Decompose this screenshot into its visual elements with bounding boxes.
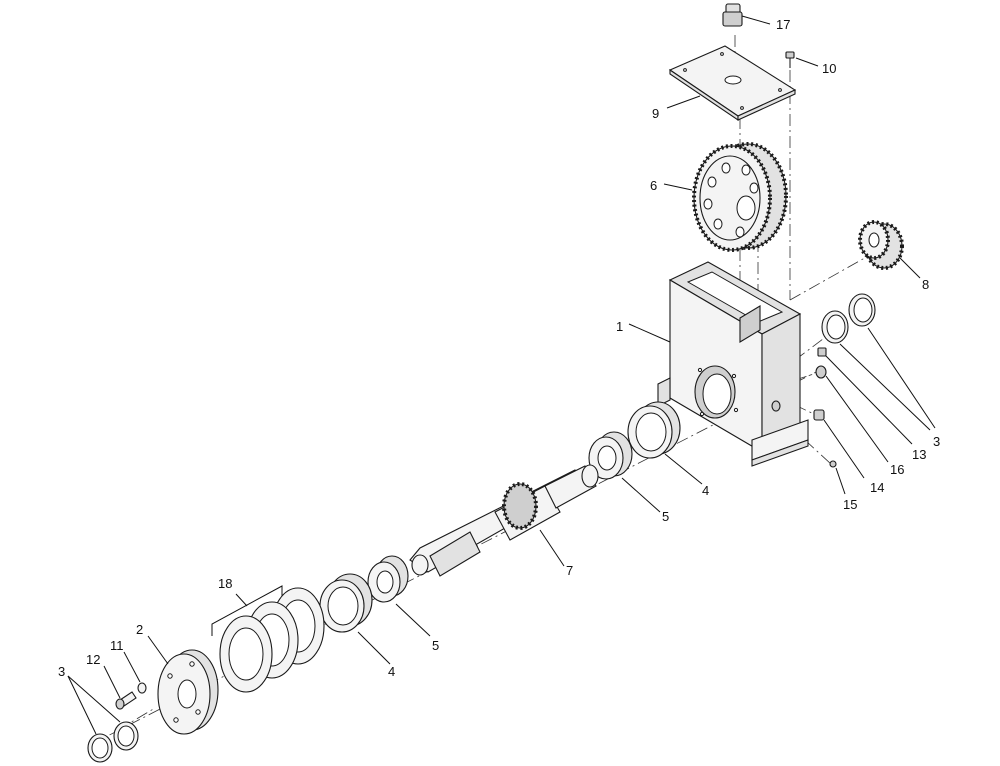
part-13-fitting bbox=[817, 347, 913, 445]
part-4-bearing-cup-right bbox=[627, 401, 703, 485]
callout-17: 17 bbox=[776, 17, 790, 32]
callout-2: 2 bbox=[136, 622, 143, 637]
part-2-flange-cover bbox=[147, 635, 219, 735]
part-15-plug bbox=[829, 460, 846, 495]
part-12-bolt bbox=[103, 665, 137, 710]
callout-18: 18 bbox=[218, 576, 232, 591]
part-5-bearing-cone-right bbox=[588, 431, 661, 513]
callout-4-right: 4 bbox=[702, 483, 709, 498]
callout-9: 9 bbox=[652, 106, 659, 121]
part-6-large-gear bbox=[663, 142, 788, 252]
callout-3-right: 3 bbox=[933, 434, 940, 449]
callout-3-left: 3 bbox=[58, 664, 65, 679]
callout-5-right: 5 bbox=[662, 509, 669, 524]
callout-10: 10 bbox=[822, 61, 836, 76]
part-3-seals-left bbox=[67, 675, 139, 763]
part-9-cover-plate bbox=[666, 45, 797, 122]
part-8-pinion-gear bbox=[858, 220, 921, 279]
callout-11: 11 bbox=[110, 638, 124, 653]
callout-12: 12 bbox=[86, 652, 100, 667]
callout-15: 15 bbox=[843, 497, 857, 512]
callout-5-left: 5 bbox=[432, 638, 439, 653]
part-18-shims bbox=[211, 585, 325, 693]
part-1-gearbox-housing bbox=[628, 261, 809, 467]
part-5-bearing-cone-left bbox=[367, 555, 431, 637]
part-10-screw bbox=[785, 51, 819, 68]
callout-4-left: 4 bbox=[388, 664, 395, 679]
part-7-shaft bbox=[409, 464, 599, 577]
callout-6: 6 bbox=[650, 178, 657, 193]
callout-13: 13 bbox=[912, 447, 926, 462]
callout-14: 14 bbox=[870, 480, 884, 495]
callout-labels: 17 10 9 6 8 1 3 13 16 14 15 4 5 7 18 5 4… bbox=[58, 17, 940, 679]
callout-1: 1 bbox=[616, 319, 623, 334]
part-11-washer bbox=[123, 651, 147, 694]
callout-7: 7 bbox=[566, 563, 573, 578]
callout-16: 16 bbox=[890, 462, 904, 477]
callout-8: 8 bbox=[922, 277, 929, 292]
part-14-plug bbox=[813, 409, 865, 479]
part-3-seals-right bbox=[821, 293, 936, 431]
part-4-bearing-cup-left bbox=[319, 573, 391, 665]
part-17-breather bbox=[722, 3, 771, 27]
part-16-plug bbox=[815, 365, 889, 463]
